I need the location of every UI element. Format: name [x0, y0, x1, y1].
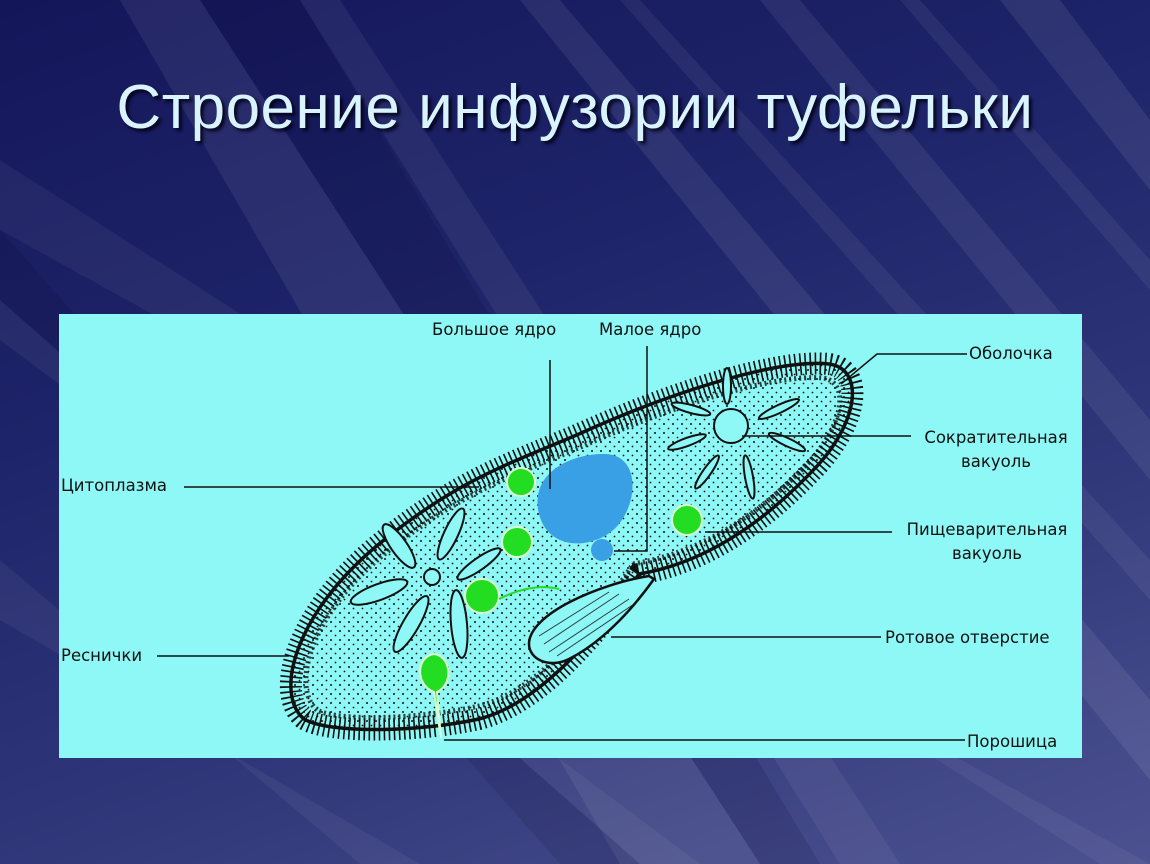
contractile-vacuole-left [349, 507, 502, 659]
paramecium-diagram: Большое ядро Малое ядро Оболочка Сократи… [59, 314, 1082, 758]
label-macronucleus: Большое ядро [432, 320, 557, 339]
food-vacuoles [419, 467, 703, 739]
label-contractile-vacuole-line2: вакуоль [961, 452, 1031, 471]
food-pathway [498, 586, 560, 600]
label-contractile-vacuole-line1: Сократительная [924, 428, 1068, 447]
label-cilia: Реснички [61, 646, 143, 665]
label-pellicle: Оболочка [969, 344, 1053, 363]
micronucleus [591, 539, 613, 561]
leader-lines [157, 346, 967, 741]
label-digestive-vacuole-line2: вакуоль [952, 544, 1022, 563]
oral-groove [527, 574, 656, 665]
label-anal-pore: Порошица [967, 732, 1058, 751]
label-mouth: Ротовое отверстие [885, 628, 1050, 647]
label-digestive-vacuole: Пищеварительная вакуоль [893, 520, 1081, 564]
alveoli-ring [303, 375, 843, 721]
slide-title: Строение инфузории туфельки [116, 73, 1034, 142]
label-digestive-vacuole-line1: Пищеварительная [906, 520, 1068, 539]
label-micronucleus: Малое ядро [599, 320, 702, 339]
contractile-vacuole-right [667, 367, 807, 500]
label-cytoplasm: Цитоплазма [61, 476, 168, 495]
label-contractile-vacuole: Сократительная вакуоль [911, 428, 1081, 472]
paramecium-illustration [157, 346, 967, 741]
macronucleus [537, 454, 633, 544]
